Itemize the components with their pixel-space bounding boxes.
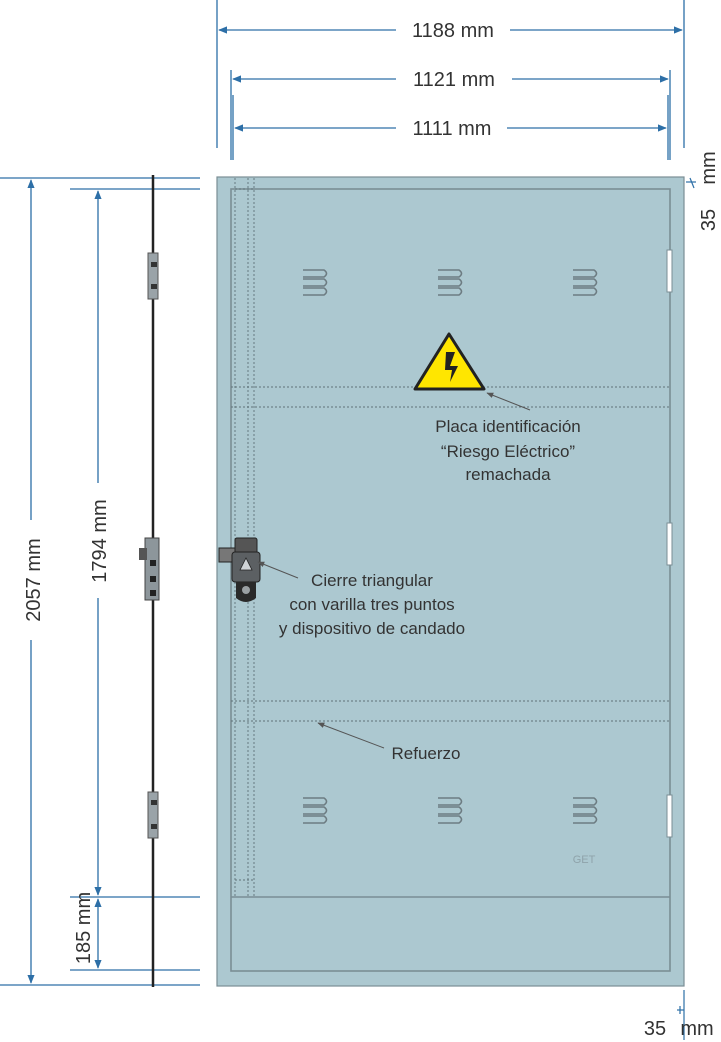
hinge-bottom [147, 791, 159, 839]
rod-channel [234, 178, 255, 897]
callout-placa-line2: “Riesgo Eléctrico” [441, 442, 575, 461]
gap-label-bottom: 35 [644, 1018, 666, 1040]
callout-cierre-line2: con varilla tres puntos [289, 595, 454, 614]
dim-label-door-width: 1111 mm [413, 118, 492, 140]
louvre-vent-icon [438, 797, 463, 824]
callout-cierre-line3: y dispositivo de candado [279, 619, 465, 638]
door-front-view: GET [216, 176, 685, 987]
callout-cierre-line1: Cierre triangular [311, 571, 433, 590]
louvre-vent-icon [438, 269, 463, 296]
callout-arrows [257, 392, 531, 749]
right-hinge-tabs [666, 249, 673, 838]
callout-placa-line1: Placa identificación [435, 417, 581, 436]
gap-label-top-unit: mm [698, 151, 720, 184]
louvre-vent-icon [303, 797, 328, 824]
door-leaf [230, 188, 671, 972]
top-dimensions [216, 0, 685, 160]
gap-dimensions [677, 177, 696, 1040]
triangular-lock-icon [218, 537, 261, 602]
gap-label-bottom-unit: mm [680, 1018, 713, 1040]
reinforcement-lines [231, 386, 670, 722]
left-dimensions [0, 177, 200, 986]
dim-label-rod-height: 1794 mm [89, 499, 111, 582]
dim-label-bottom-panel: 185 mm [73, 892, 95, 964]
callout-placa-line3: remachada [465, 465, 551, 484]
gap-label-top: 35 [698, 209, 720, 231]
dim-label-frame-width: 1121 mm [413, 69, 495, 91]
callout-refuerzo: Refuerzo [392, 744, 461, 763]
louvre-vent-icon [303, 269, 328, 296]
louvre-vent-icon [573, 797, 598, 824]
vents [303, 269, 598, 824]
louvre-vent-icon [573, 269, 598, 296]
electric-hazard-icon [413, 332, 486, 391]
dim-label-overall-width: 1188 mm [412, 20, 494, 42]
hinge-top [147, 252, 159, 300]
lock-side [139, 537, 160, 601]
brand-mark: GET [573, 854, 596, 866]
dim-label-total-height: 2057 mm [23, 538, 45, 621]
door-side-view [139, 175, 160, 987]
